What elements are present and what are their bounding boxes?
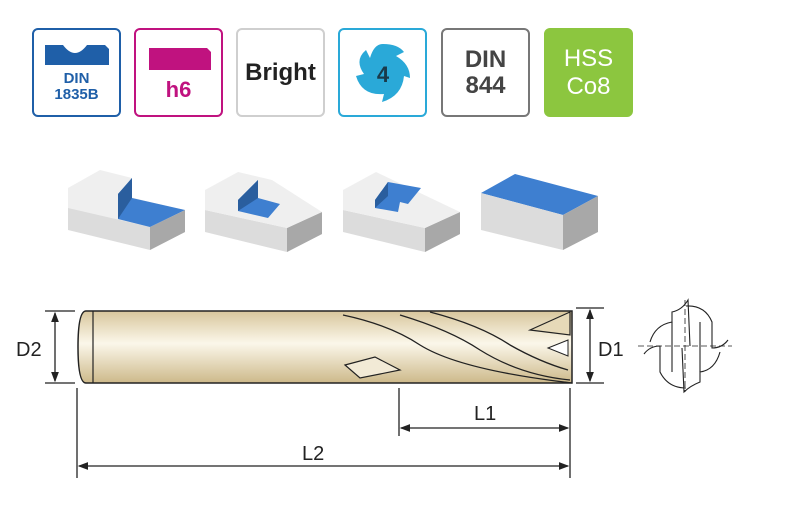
op-shoulder-milling	[68, 170, 185, 250]
svg-text:L1: L1	[474, 403, 496, 425]
end-mill-tool	[77, 310, 573, 384]
badge-text: DIN	[63, 69, 90, 87]
badge-text: 4	[376, 62, 389, 87]
badge-text: Co8	[566, 72, 611, 100]
d2-label: D2	[16, 339, 42, 361]
badge-text: h6	[165, 76, 192, 102]
badge-h6: h6	[134, 28, 223, 117]
badge-text: Bright	[245, 58, 316, 86]
svg-text:L2: L2	[302, 443, 324, 465]
badge-text: 844	[465, 71, 506, 99]
svg-text:D1: D1	[598, 339, 624, 361]
op-pocket-milling	[343, 172, 460, 252]
badge-bright: Bright	[236, 28, 325, 117]
l1-label: L1	[474, 403, 496, 425]
shank-flat-icon	[44, 44, 109, 65]
op-slot-milling	[205, 172, 322, 252]
badge-flutes: 4	[338, 28, 427, 117]
four-flute-icon: 4	[355, 43, 410, 102]
badge-text: HSS	[563, 44, 614, 72]
cross-section-icon	[638, 298, 732, 394]
badge-text: DIN	[464, 45, 507, 73]
shank-tolerance-icon	[148, 47, 211, 70]
svg-text:D2: D2	[16, 339, 42, 361]
l2-label: L2	[302, 443, 324, 465]
d1-label: D1	[598, 339, 624, 361]
badge-text: 1835B	[54, 85, 99, 103]
op-face-milling	[481, 174, 598, 250]
